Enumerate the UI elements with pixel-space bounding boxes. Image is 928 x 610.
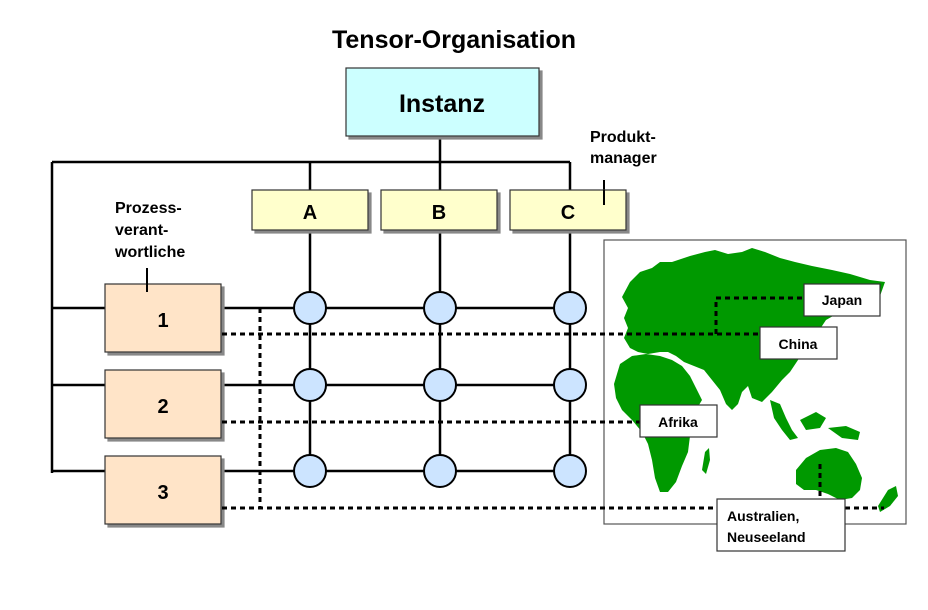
matrix-node-c2[interactable] bbox=[553, 368, 587, 402]
new-guinea-shape bbox=[828, 426, 860, 440]
product-manager-a-label: A bbox=[303, 202, 317, 224]
process-owner-annotation-line-1: Prozess- bbox=[115, 200, 182, 217]
matrix-nodes bbox=[293, 291, 587, 488]
region-australia-newzealand[interactable]: Australien, Neuseeland bbox=[716, 498, 846, 552]
product-manager-c-label: C bbox=[561, 202, 575, 224]
matrix-node-c1[interactable] bbox=[553, 291, 587, 325]
region-japan[interactable]: Japan bbox=[803, 283, 881, 317]
process-owner-3-label: 3 bbox=[157, 482, 168, 504]
region-dotted-lines bbox=[222, 296, 884, 510]
product-manager-b[interactable]: B bbox=[380, 189, 498, 231]
product-manager-c-rect bbox=[509, 189, 627, 231]
product-manager-annotation-line-1: Produkt- bbox=[590, 129, 656, 146]
product-manager-b-label: B bbox=[432, 202, 446, 224]
process-owner-annotation: Prozess- verant- wortliche bbox=[114, 200, 185, 261]
region-afrika-box bbox=[639, 404, 718, 438]
process-owner-2-label: 2 bbox=[157, 396, 168, 418]
region-afrika-label: Afrika bbox=[658, 414, 698, 430]
process-owner-2-rect bbox=[104, 369, 222, 439]
region-australia-box bbox=[716, 498, 846, 552]
process-owner-2[interactable]: 2 bbox=[104, 369, 222, 439]
region-afrika[interactable]: Afrika bbox=[639, 404, 718, 438]
region-australia-label-line-1: Australien, bbox=[727, 508, 799, 524]
product-manager-c[interactable]: C bbox=[509, 189, 627, 231]
instance-box-rect bbox=[345, 67, 540, 137]
process-owner-3-rect bbox=[104, 455, 222, 525]
region-china-label: China bbox=[779, 336, 818, 352]
region-australia-label-line-2: Neuseeland bbox=[727, 529, 806, 545]
matrix-node-a2[interactable] bbox=[293, 368, 327, 402]
matrix-node-b3[interactable] bbox=[423, 454, 457, 488]
southeast-asia-shape bbox=[770, 400, 798, 440]
product-manager-annotation: Produkt- manager bbox=[590, 129, 657, 167]
instance-box[interactable]: Instanz bbox=[345, 67, 540, 137]
product-manager-annotation-line-2: manager bbox=[590, 150, 657, 167]
region-china-box bbox=[759, 326, 838, 360]
instance-label: Instanz bbox=[399, 90, 485, 118]
process-owner-1[interactable]: 1 bbox=[104, 283, 222, 353]
region-china[interactable]: China bbox=[759, 326, 838, 360]
product-manager-a[interactable]: A bbox=[251, 189, 369, 231]
matrix-node-b1[interactable] bbox=[423, 291, 457, 325]
region-japan-label: Japan bbox=[822, 292, 862, 308]
process-owner-1-label: 1 bbox=[157, 310, 168, 332]
matrix-node-b2[interactable] bbox=[423, 368, 457, 402]
process-owner-1-rect bbox=[104, 283, 222, 353]
madagascar-shape bbox=[702, 448, 710, 474]
region-japan-box bbox=[803, 283, 881, 317]
australia-shape bbox=[796, 448, 862, 500]
product-manager-a-rect bbox=[251, 189, 369, 231]
matrix-node-c3[interactable] bbox=[553, 454, 587, 488]
process-owner-3[interactable]: 3 bbox=[104, 455, 222, 525]
matrix-node-a1[interactable] bbox=[293, 291, 327, 325]
hierarchy-lines bbox=[50, 138, 605, 473]
product-manager-b-rect bbox=[380, 189, 498, 231]
indonesia-shape bbox=[800, 412, 826, 430]
process-owner-annotation-line-3: wortliche bbox=[114, 244, 185, 261]
process-owner-annotation-line-2: verant- bbox=[115, 222, 168, 239]
matrix-node-a3[interactable] bbox=[293, 454, 327, 488]
new-zealand-shape bbox=[878, 486, 898, 512]
diagram-title: Tensor-Organisation bbox=[332, 26, 576, 54]
